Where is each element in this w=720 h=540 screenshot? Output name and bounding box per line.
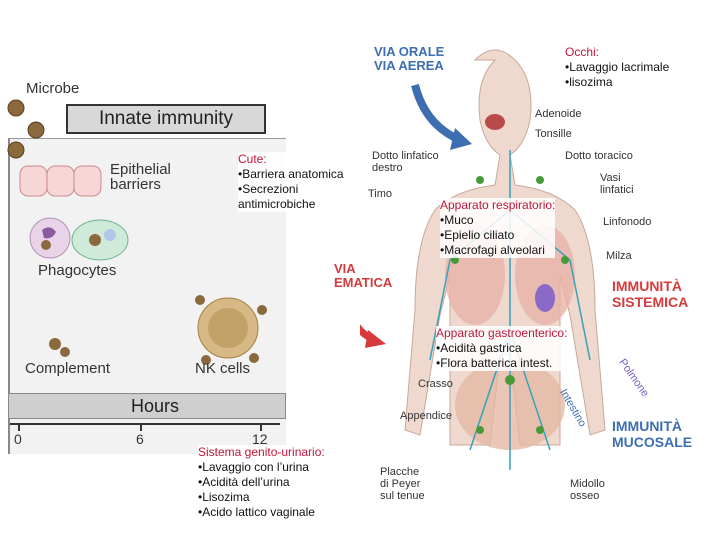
axis-tick	[140, 423, 142, 431]
milza-label: Milza	[606, 250, 632, 262]
epithelial-barriers-label: Epithelial barriers	[110, 161, 171, 193]
microbe-icon	[7, 99, 45, 159]
overlay-title: Occhi:	[565, 45, 600, 59]
axis-tick	[18, 423, 20, 431]
overlay-line: •Secrezioni	[238, 182, 299, 196]
overlay-title: Sistema genito-urinario:	[198, 445, 325, 459]
placche-peyer-label: Placche di Peyer sul tenue	[380, 466, 425, 502]
time-axis	[10, 423, 280, 425]
phagocytes-label: Phagocytes	[38, 262, 117, 279]
overlay-line: •Epielio ciliato	[440, 228, 515, 242]
microbe-label: Microbe	[26, 80, 80, 97]
overlay-line: •Lavaggio con l’urina	[198, 460, 309, 474]
immunita-sistemica-label: IMMUNITÀ SISTEMICA	[612, 278, 689, 310]
innate-cells-drawing	[7, 99, 267, 365]
overlay-line: •Barriera anatomica	[238, 167, 344, 181]
overlay-line: •lisozima	[565, 75, 613, 89]
tonsille-label: Tonsille	[535, 128, 572, 140]
linfonodo-label: Linfonodo	[603, 216, 652, 228]
macrophage-icon	[71, 219, 129, 261]
axis-tick	[260, 423, 262, 431]
overlay-title: Apparato gastroenterico:	[436, 326, 568, 340]
overlay-line: antimicrobiche	[238, 197, 316, 211]
overlay-title: Cute:	[238, 152, 267, 166]
appendice-label: Appendice	[400, 410, 452, 422]
overlay-cute: Cute: •Barriera anatomica •Secrezioni an…	[238, 152, 344, 212]
overlay-gastroenterico: Apparato gastroenterico: •Acidità gastri…	[436, 326, 568, 371]
timo-label: Timo	[368, 188, 393, 200]
overlay-line: •Flora batterica intest.	[436, 356, 553, 370]
immunita-mucosale-label: IMMUNITÀ MUCOSALE	[612, 418, 693, 450]
immune-system-body-figure: VIA ORALE VIA AEREA VIA EMATICA Adenoide…	[334, 30, 720, 530]
via-orale-label: VIA ORALE VIA AEREA	[374, 44, 445, 73]
complement-icon	[49, 338, 70, 357]
overlay-genito-urinario: Sistema genito-urinario: •Lavaggio con l…	[198, 445, 325, 520]
midollo-osseo-label: Midollo osseo	[570, 478, 605, 502]
overlay-line: •Macrofagi alveolari	[440, 243, 545, 257]
epithelial-cell-icon	[19, 165, 102, 197]
innate-immunity-banner: Innate immunity	[66, 104, 266, 134]
via-ematica-label: VIA EMATICA	[334, 261, 393, 290]
axis-tick-label: 6	[136, 431, 144, 447]
overlay-line: •Lavaggio lacrimale	[565, 60, 670, 74]
crasso-label: Crasso	[418, 378, 453, 390]
neutrophil-icon	[29, 217, 71, 259]
overlay-respiratorio: Apparato respiratorio: •Muco •Epielio ci…	[440, 198, 556, 258]
overlay-line: •Acido lattico vaginale	[198, 505, 315, 519]
nk-cells-label: NK cells	[195, 360, 251, 377]
overlay-title: Apparato respiratorio:	[440, 198, 556, 212]
axis-tick-label: 0	[14, 431, 22, 447]
complement-label: Complement	[25, 360, 111, 377]
overlay-line: •Muco	[440, 213, 474, 227]
overlay-line: •Lisozima	[198, 490, 250, 504]
hours-bar: Hours	[8, 393, 286, 419]
overlay-line: •Acidità dell’urina	[198, 475, 290, 489]
overlay-occhi: Occhi: •Lavaggio lacrimale •lisozima	[565, 45, 669, 90]
dotto-linfatico-label: Dotto linfatico destro	[372, 150, 439, 174]
overlay-line: •Acidità gastrica	[436, 341, 522, 355]
innate-immunity-title: Innate immunity	[98, 108, 234, 129]
axis-tick-label: 12	[252, 431, 268, 447]
dotto-toracico-label: Dotto toracico	[565, 150, 633, 162]
blue-arrow-icon	[411, 83, 462, 144]
hours-label: Hours	[130, 396, 179, 416]
vasi-linfatici-label: Vasi linfatici	[600, 172, 634, 196]
nk-cell-icon	[195, 295, 267, 365]
adenoide-label: Adenoide	[535, 108, 582, 120]
